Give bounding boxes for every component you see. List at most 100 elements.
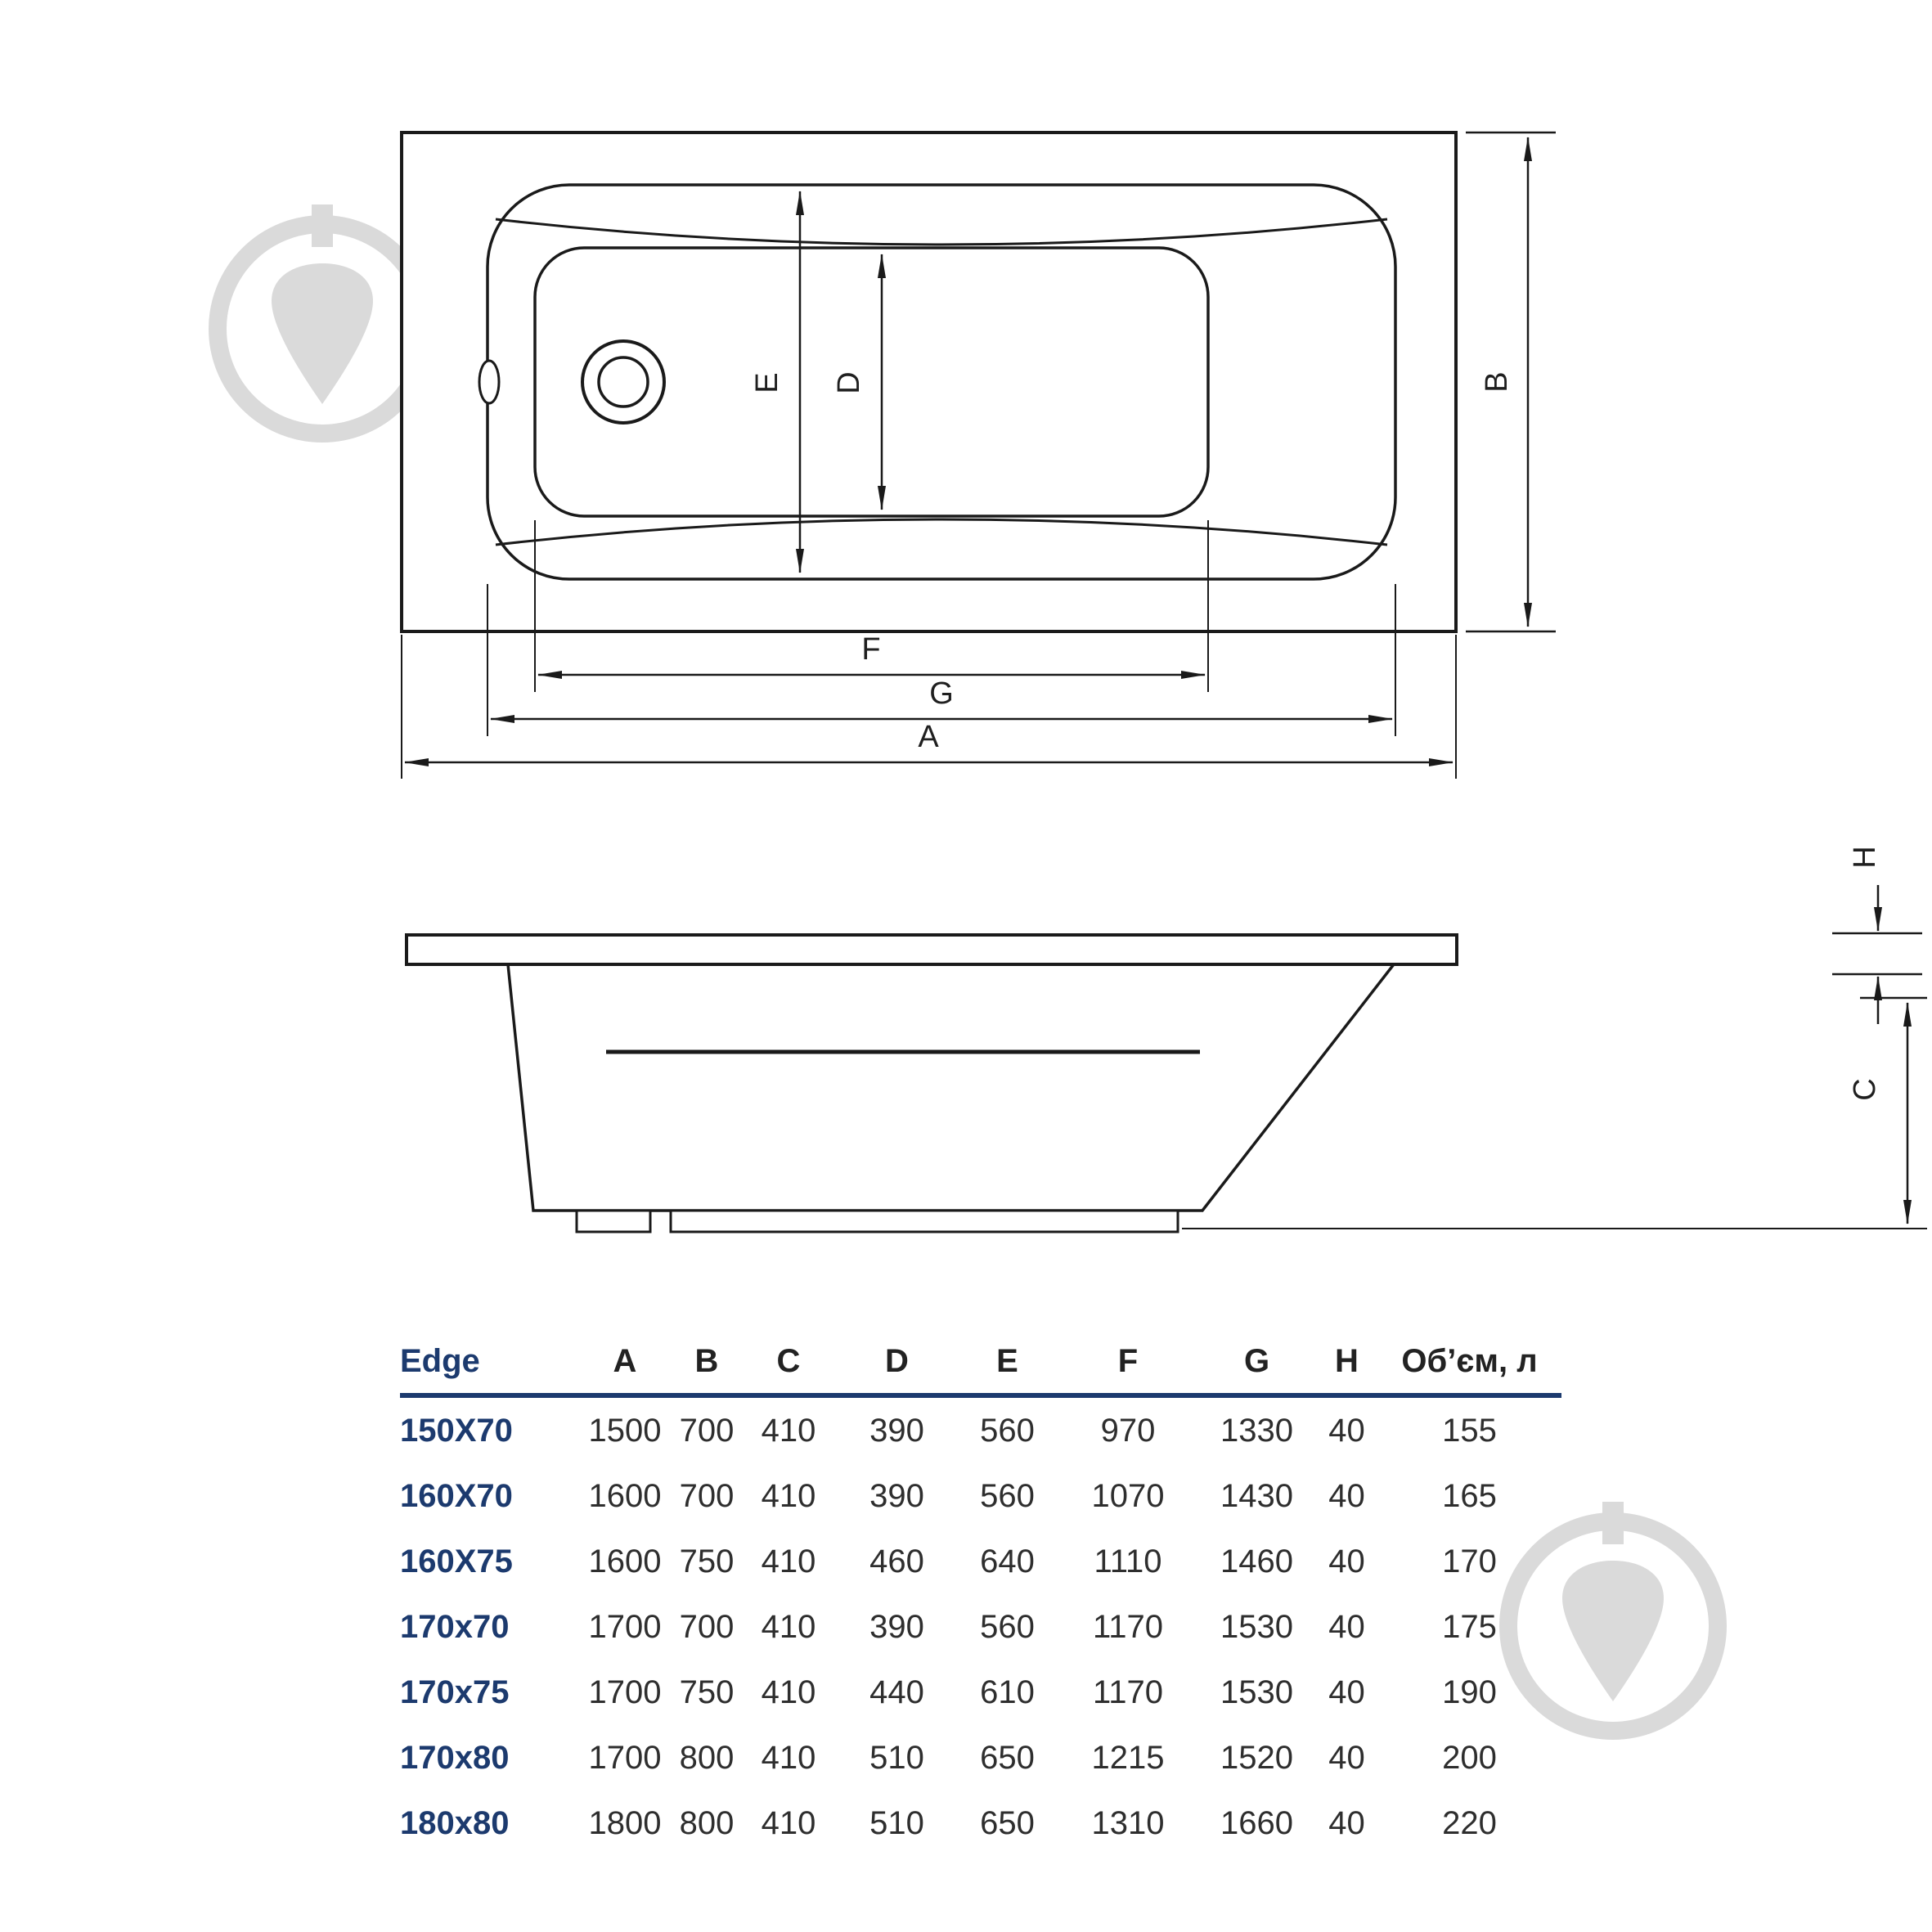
table-row: 170x80 1700 800 410 510 650 1215 1520 40… [400,1725,1561,1790]
table-header-row: Edge A B C D E F G H Об’єм, л [400,1343,1561,1398]
dim-label-E: E [750,372,784,393]
cell-c: 410 [761,1804,816,1841]
watermark-logo-icon [1499,1502,1727,1740]
row-size-label: 170x80 [400,1739,510,1776]
tub-side-foot [575,1209,652,1233]
cell-h: 40 [1328,1804,1365,1841]
cell-g: 1460 [1220,1543,1293,1579]
dimension-lines-side-view [1182,885,1927,1229]
cell-volume: 200 [1442,1739,1497,1776]
dimension-labels-side-view: H C [1848,846,1882,1100]
cell-h: 40 [1328,1477,1365,1514]
cell-e: 560 [980,1412,1035,1449]
cell-h: 40 [1328,1412,1365,1449]
cell-c: 410 [761,1739,816,1776]
cell-d: 390 [869,1412,924,1449]
dimension-labels-top-view: E D B F G A [750,371,1514,754]
cell-h: 40 [1328,1674,1365,1710]
tub-side-flange [405,933,1458,966]
cell-b: 800 [679,1804,735,1841]
cell-f: 1170 [1092,1674,1163,1710]
cell-f: 1215 [1091,1739,1165,1776]
table-row: 150X70 1500 700 410 390 560 970 1330 40 … [400,1398,1561,1463]
table-header-a: A [613,1343,637,1379]
cell-c: 410 [761,1477,816,1514]
cell-e: 610 [980,1674,1035,1710]
table-header-c: C [776,1343,801,1379]
cell-b: 700 [679,1608,735,1645]
cell-a: 1700 [588,1739,662,1776]
cell-c: 410 [761,1412,816,1449]
cell-b: 700 [679,1477,735,1514]
overflow-icon [478,359,501,405]
bathtub-top-view [400,131,1458,633]
row-size-label: 160X70 [400,1477,513,1514]
drain-inner-icon [597,356,649,408]
cell-e: 560 [980,1608,1035,1645]
rim-bottom-contour [495,518,1388,546]
cell-volume: 165 [1442,1477,1497,1514]
table-header-d: D [885,1343,909,1379]
dim-label-B: B [1480,371,1514,392]
cell-a: 1700 [588,1674,662,1710]
cell-f: 1170 [1092,1608,1163,1645]
cell-d: 510 [869,1739,924,1776]
cell-g: 1530 [1220,1674,1293,1710]
cell-b: 800 [679,1739,735,1776]
cell-a: 1700 [588,1608,662,1645]
table-row: 180x80 1800 800 410 510 650 1310 1660 40… [400,1790,1561,1856]
tub-floor-outline [533,246,1210,518]
dim-label-A: A [918,720,939,754]
cell-volume: 170 [1442,1543,1497,1579]
table-header-edge: Edge [400,1343,480,1379]
cell-g: 1660 [1220,1804,1293,1841]
cell-volume: 220 [1442,1804,1497,1841]
tub-side-pedestal [669,1209,1179,1233]
dimension-lines-top-view [401,131,1556,779]
table-row: 170x75 1700 750 410 440 610 1170 1530 40… [400,1660,1561,1725]
dim-label-H: H [1848,846,1882,868]
row-size-label: 170x75 [400,1674,510,1710]
cell-f: 1070 [1091,1477,1165,1514]
cell-d: 440 [869,1674,924,1710]
cell-f: 970 [1100,1412,1156,1449]
cell-h: 40 [1328,1543,1365,1579]
cell-e: 640 [980,1543,1035,1579]
cell-d: 460 [869,1543,924,1579]
cell-a: 1500 [588,1412,662,1449]
cell-g: 1530 [1220,1608,1293,1645]
cell-b: 750 [679,1674,735,1710]
cell-a: 1800 [588,1804,662,1841]
cell-b: 700 [679,1412,735,1449]
cell-e: 650 [980,1739,1035,1776]
table-row: 160X70 1600 700 410 390 560 1070 1430 40… [400,1463,1561,1529]
cell-e: 650 [980,1804,1035,1841]
table-row: 170x70 1700 700 410 390 560 1170 1530 40… [400,1594,1561,1660]
dimensions-table: Edge A B C D E F G H Об’єм, л 150X70 150… [400,1343,1561,1856]
table-header-g: G [1243,1343,1270,1379]
table-header-volume: Об’єм, л [1401,1343,1538,1379]
cell-a: 1600 [588,1543,662,1579]
cell-g: 1520 [1220,1739,1293,1776]
cell-g: 1430 [1220,1477,1293,1514]
row-size-label: 150X70 [400,1412,513,1449]
table-row: 160X75 1600 750 410 460 640 1110 1460 40… [400,1529,1561,1594]
cell-h: 40 [1328,1739,1365,1776]
table-header-e: E [996,1343,1018,1379]
cell-e: 560 [980,1477,1035,1514]
rim-top-contour [495,218,1388,246]
cell-c: 410 [761,1543,816,1579]
table-header-h: H [1335,1343,1359,1379]
row-size-label: 180x80 [400,1804,510,1841]
cell-b: 750 [679,1543,735,1579]
cell-volume: 155 [1442,1412,1497,1449]
table-header-f: F [1117,1343,1139,1379]
cell-d: 390 [869,1608,924,1645]
cell-g: 1330 [1220,1412,1293,1449]
cell-volume: 190 [1442,1674,1497,1710]
cell-h: 40 [1328,1608,1365,1645]
row-size-label: 170x70 [400,1608,510,1645]
cell-d: 390 [869,1477,924,1514]
